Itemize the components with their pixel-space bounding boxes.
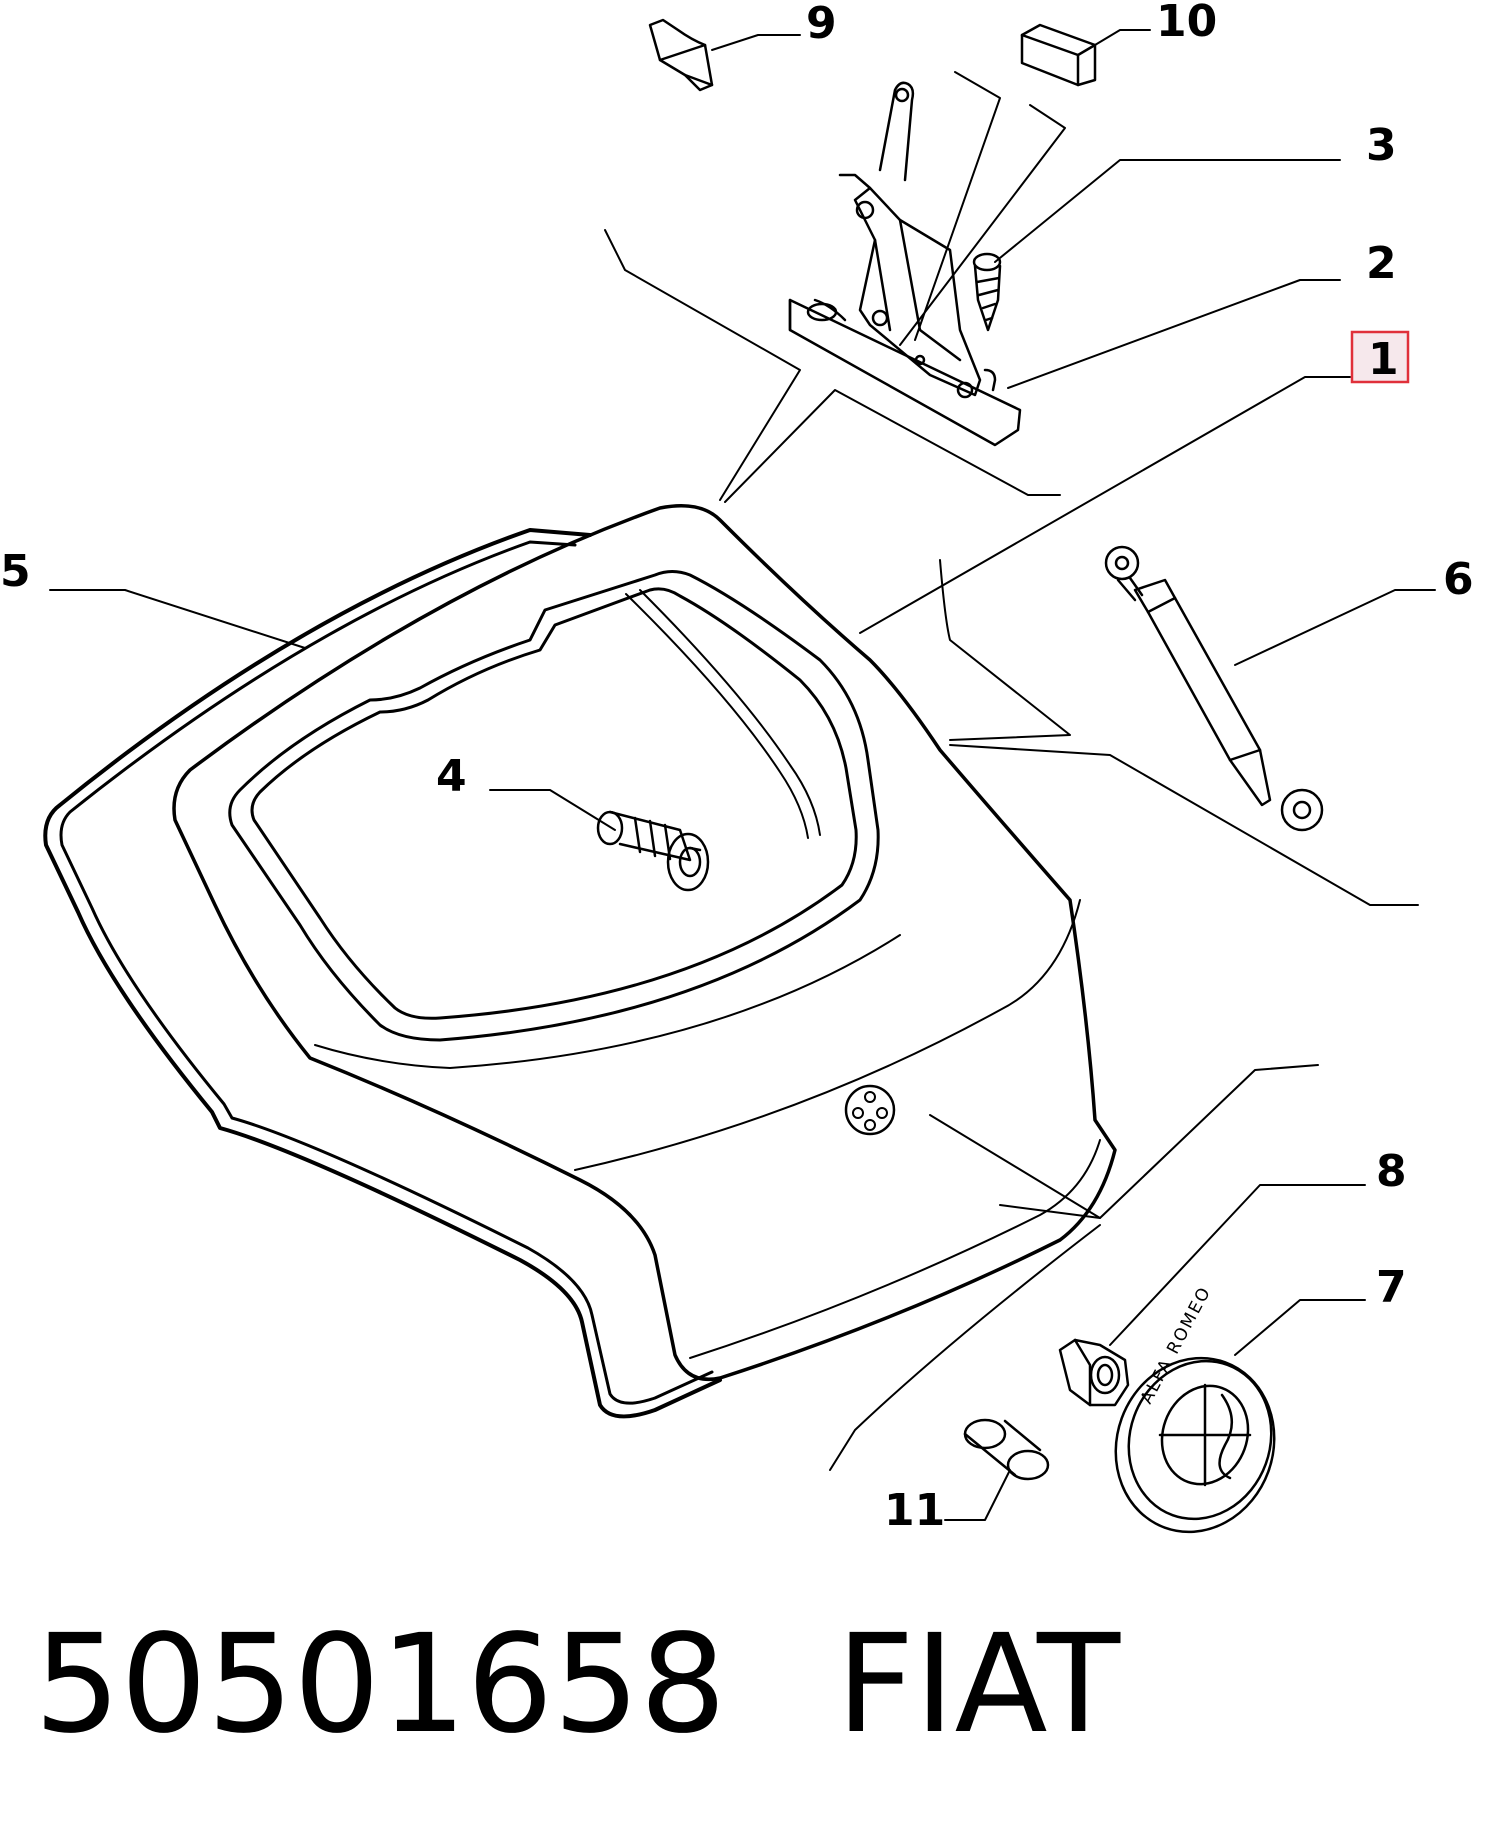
callout-4[interactable]: 4 bbox=[436, 751, 467, 802]
tailgate-panel bbox=[43, 504, 1117, 1419]
callout-leaders bbox=[49, 29, 1436, 1521]
window-glass bbox=[250, 587, 858, 1020]
tailgate-seal-inner bbox=[59, 540, 714, 1405]
part-caption: 50501658 FIAT bbox=[34, 1600, 1454, 1770]
tailgate-seal-outer bbox=[43, 528, 722, 1419]
gas-strut bbox=[1104, 545, 1324, 832]
callout-10[interactable]: 10 bbox=[1156, 0, 1217, 47]
badge-mount-holes bbox=[844, 1084, 896, 1136]
leader-5 bbox=[49, 589, 306, 649]
hinge bbox=[788, 81, 1022, 447]
callout-9[interactable]: 9 bbox=[806, 0, 837, 49]
panel-crease-lower bbox=[574, 899, 1081, 1171]
callout-3[interactable]: 3 bbox=[1366, 120, 1397, 171]
callout-7[interactable]: 7 bbox=[1376, 1262, 1407, 1313]
callout-8[interactable]: 8 bbox=[1376, 1146, 1407, 1197]
brand-name: FIAT bbox=[836, 1606, 1121, 1764]
callout-5[interactable]: 5 bbox=[0, 546, 31, 597]
callout-6[interactable]: 6 bbox=[1443, 554, 1474, 605]
callout-2[interactable]: 2 bbox=[1366, 238, 1397, 289]
leader-8 bbox=[1109, 1184, 1366, 1346]
callout-11[interactable]: 11 bbox=[884, 1485, 945, 1536]
nut bbox=[1058, 1338, 1130, 1407]
hinge-screw bbox=[972, 252, 1002, 332]
leader-lines bbox=[604, 71, 1419, 1471]
pad-block bbox=[1020, 23, 1097, 87]
tailgate-outline bbox=[172, 504, 1117, 1381]
alfa-romeo-emblem bbox=[1114, 1356, 1276, 1534]
leader-1 bbox=[859, 376, 1351, 634]
leader-4 bbox=[489, 789, 616, 831]
part-number: 50501658 bbox=[34, 1606, 727, 1764]
leader-10 bbox=[1094, 29, 1151, 46]
callout-1[interactable]: 1 bbox=[1368, 334, 1399, 385]
panel-lip bbox=[689, 1139, 1101, 1359]
window-reveal bbox=[639, 589, 821, 836]
callout-1-highlight bbox=[1350, 330, 1410, 384]
clip bbox=[648, 18, 714, 92]
leader-11 bbox=[944, 1469, 1011, 1521]
panel-crease-upper bbox=[314, 934, 901, 1069]
rivet bbox=[596, 810, 710, 892]
leader-9 bbox=[711, 34, 801, 51]
window-opening-outer bbox=[228, 570, 880, 1042]
leader-7 bbox=[1234, 1299, 1366, 1356]
parts-diagram: 9 10 3 2 1 5 6 4 8 7 11 ALFA ROMEO bbox=[0, 0, 1474, 1536]
leader-3 bbox=[994, 159, 1341, 263]
window-reveal-2 bbox=[625, 593, 809, 839]
leader-2 bbox=[1007, 279, 1341, 389]
bushing bbox=[963, 1418, 1050, 1481]
leader-6 bbox=[1234, 589, 1436, 666]
